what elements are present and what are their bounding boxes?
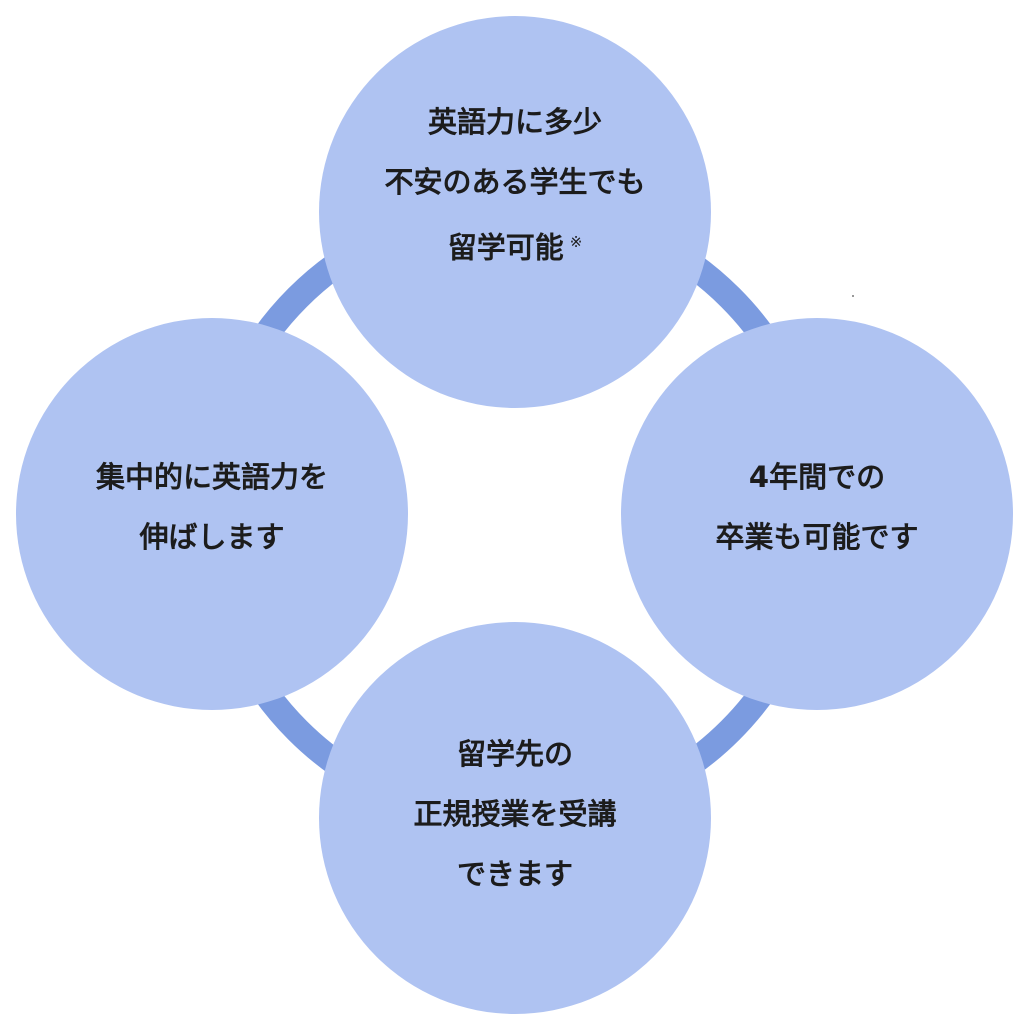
circle-top-line-1: 英語力に多少 <box>427 105 602 140</box>
circle-left-text: 集中的に英語力を 伸ばします <box>96 447 328 567</box>
circle-top-line-2: 不安のある学生でも <box>384 165 646 200</box>
circle-left-line-1: 集中的に英語力を <box>95 460 328 494</box>
circle-top: 英語力に多少 不安のある学生でも 留学可能 ※ <box>319 16 711 408</box>
circle-top-line-3: 留学可能 ※ <box>384 212 645 278</box>
circle-bottom-line-1: 留学先の <box>456 737 573 771</box>
circle-left-line-2: 伸ばします <box>139 520 285 554</box>
circle-right-line-1: 4年間での <box>748 460 886 494</box>
circle-left: 集中的に英語力を 伸ばします <box>16 318 408 710</box>
circle-top-line-3-text: 留学可能 <box>447 230 564 265</box>
note-mark: ※ <box>569 233 583 252</box>
circle-top-text: 英語力に多少 不安のある学生でも 留学可能 ※ <box>384 92 645 278</box>
circle-bottom-text: 留学先の 正規授業を受講 できます <box>413 724 616 904</box>
circle-bottom: 留学先の 正規授業を受講 できます <box>319 622 711 1014</box>
circle-bottom-line-3: できます <box>456 857 573 891</box>
decorative-speck <box>852 295 854 297</box>
circle-right: 4年間での 卒業も可能です <box>621 318 1013 710</box>
circle-right-line-2: 卒業も可能です <box>715 520 919 554</box>
circle-bottom-line-2: 正規授業を受講 <box>413 797 617 831</box>
circle-right-text: 4年間での 卒業も可能です <box>715 447 918 567</box>
